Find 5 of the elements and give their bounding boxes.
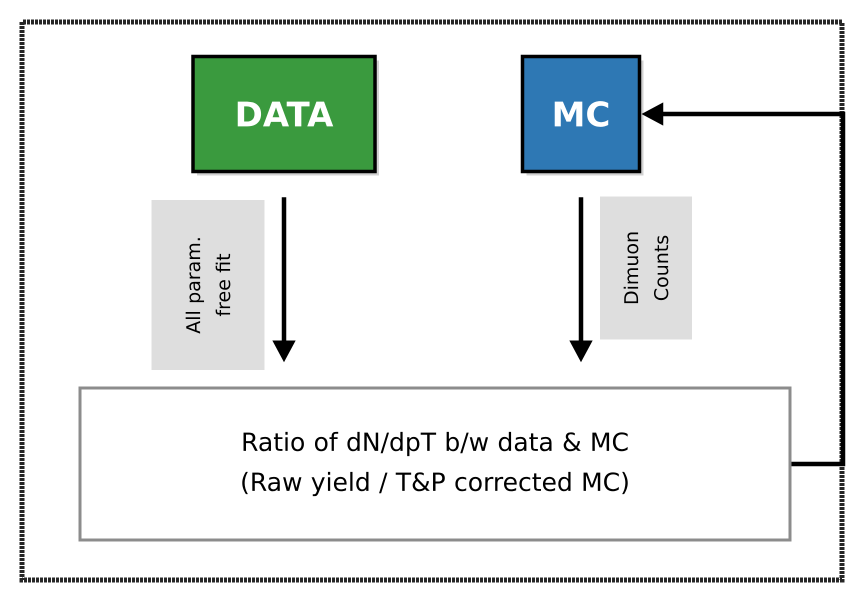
result-box: Ratio of dN/dpT b/w data & MC (Raw yield / T&P corrected MC) xyxy=(78,386,792,542)
data-box: DATA xyxy=(191,54,379,176)
mc-box: MC xyxy=(520,54,644,176)
edge-label: All param. free fit xyxy=(152,200,264,370)
edge-label: Dimuon Counts xyxy=(600,196,692,340)
